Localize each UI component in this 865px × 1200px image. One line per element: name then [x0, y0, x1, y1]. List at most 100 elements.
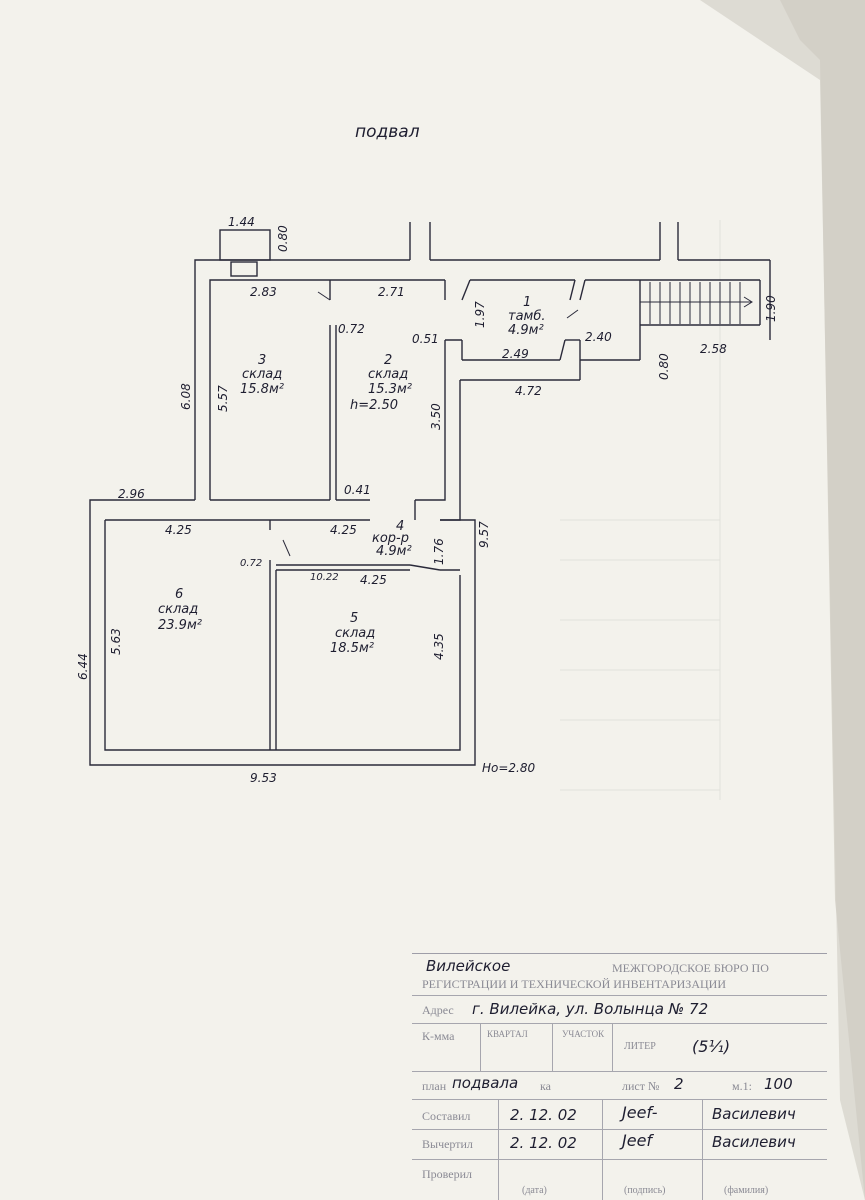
chimney-flue: [230, 261, 258, 277]
dim-label: 2.96: [118, 487, 145, 501]
stamp-verified-label: Проверил: [422, 1167, 472, 1181]
dim-label: 9.53: [250, 771, 277, 785]
dim-label: 0.80: [276, 225, 290, 252]
room-area: 4.9м²: [508, 323, 544, 338]
room-name: склад: [368, 367, 408, 382]
stamp-foot-date: (дата): [522, 1185, 547, 1196]
stamp-vline: [602, 1099, 603, 1200]
stamp-org-handwritten: Вилейское: [426, 957, 511, 975]
dim-label: 4.25: [360, 573, 387, 587]
plan-title: подвал: [355, 122, 420, 142]
dim-label: 2.83: [250, 285, 277, 299]
stamp-checked-sign: Jeef: [622, 1131, 653, 1150]
dim-label: 1.97: [473, 301, 487, 328]
stamp-scale-label: м.1:: [732, 1079, 752, 1093]
stamp-divider: [412, 1129, 827, 1130]
stamp-plan-value: подвала: [452, 1074, 519, 1092]
dim-label: 2.71: [378, 285, 405, 299]
stamp-org-print-2: РЕГИСТРАЦИИ И ТЕХНИЧЕСКОЙ ИНВЕНТАРИЗАЦИИ: [422, 977, 726, 991]
room-number: 5: [350, 611, 358, 626]
stamp-composed-label: Составил: [422, 1109, 471, 1123]
dim-label: 4.25: [165, 523, 192, 537]
room-area: 15.8м²: [240, 382, 284, 397]
stamp-uchastok-col: УЧАСТОК: [562, 1029, 605, 1039]
stamp-composed-sign: Jeef-: [622, 1103, 658, 1122]
dim-label: 1.76: [432, 538, 446, 565]
stamp-divider: [412, 1099, 827, 1100]
stamp-divider: [412, 1071, 827, 1072]
dim-label: 4.72: [515, 384, 542, 398]
stamp-vline: [702, 1099, 703, 1200]
dim-label: 6.08: [179, 383, 193, 410]
room-height: h=2.50: [350, 398, 398, 413]
stamp-divider: [412, 1159, 827, 1160]
stamp-plan-suffix: ка: [540, 1079, 551, 1093]
stamp-foot-signature: (подпись): [624, 1185, 666, 1196]
dim-label: 10.22: [310, 572, 339, 583]
stamp-plan-label: план: [422, 1079, 447, 1093]
stamp-vline: [612, 1023, 613, 1071]
stamp-vline: [498, 1099, 499, 1200]
dim-label: 0.51: [412, 332, 439, 346]
wall-upper-left-outer: [194, 259, 410, 500]
room-labels: 1 тамб. 4.9м² 2 склад 15.3м² h=2.50 3 ск…: [158, 295, 546, 656]
room-name: кор-р: [372, 531, 409, 546]
stamp-vline: [552, 1023, 553, 1071]
room-name: склад: [158, 602, 198, 617]
dim-label: 0.80: [657, 353, 671, 380]
room-number: 1: [523, 295, 531, 310]
height-label: Hо=2.80: [482, 761, 536, 775]
stamp-vline: [480, 1023, 481, 1071]
dim-label: 5.57: [216, 385, 230, 412]
dim-label: 0.41: [344, 483, 371, 497]
dim-label: 2.49: [502, 347, 529, 361]
dim-label: 1.44: [228, 215, 255, 229]
stamp-foot-surname: (фамилия): [724, 1185, 769, 1196]
stamp-liter-label: ЛИТЕР: [624, 1041, 656, 1052]
stamp-divider: [412, 1023, 827, 1024]
dim-label: 5.63: [109, 628, 123, 655]
dim-label: 4.25: [330, 523, 357, 537]
room-name: тамб.: [508, 309, 546, 324]
room-name: склад: [335, 626, 375, 641]
stamp-org-print-1: МЕЖГОРОДСКОЕ БЮРО ПО: [612, 961, 769, 975]
stamp-top-border: [412, 953, 827, 954]
stamp-composed-name: Василевич: [712, 1105, 796, 1123]
room-number: 6: [175, 587, 183, 602]
dim-label: 4.35: [432, 633, 446, 660]
stamp-kvartal-label: К-мма: [422, 1029, 455, 1043]
room-number: 4: [396, 519, 404, 534]
stamp-divider: [412, 995, 827, 996]
stamp-address-value: г. Вилейка, ул. Волынца № 72: [472, 1000, 709, 1018]
wall-upper-left-inner: [209, 279, 445, 500]
room-name: склад: [242, 367, 282, 382]
stamp-address-label: Адрес: [422, 1003, 454, 1017]
stamp-checked-label: Вычертил: [422, 1137, 473, 1151]
stamp-composed-date: 2. 12. 02: [510, 1106, 577, 1124]
stamp-sheet-value: 2: [674, 1075, 684, 1093]
dimensions: 1.44 0.80 2.83 2.71 1.97 0.72 0.51 2.49 …: [76, 215, 778, 785]
room-area: 15.3м²: [368, 382, 412, 397]
dim-label: 2.40: [585, 330, 612, 344]
stamp-checked-date: 2. 12. 02: [510, 1134, 577, 1152]
door-swings: [282, 291, 579, 557]
dim-label: 2.58: [700, 342, 727, 356]
dim-label: 3.50: [429, 403, 443, 430]
dim-label: 0.72: [338, 322, 365, 336]
dim-label: 6.44: [76, 653, 90, 680]
stairs: [640, 282, 753, 324]
dim-label: 9.57: [477, 521, 491, 548]
walls-main: [89, 280, 476, 766]
room-number: 3: [258, 353, 266, 368]
stamp-scale-value: 100: [764, 1075, 793, 1093]
chimney-box: [219, 229, 271, 261]
room-area: 23.9м²: [158, 618, 202, 633]
dim-label: 1.90: [764, 295, 778, 322]
stamp-kvartal-col: КВАРТАЛ: [487, 1029, 528, 1039]
dim-label: 0.72: [240, 558, 262, 569]
title-block: Вилейское МЕЖГОРОДСКОЕ БЮРО ПО РЕГИСТРАЦ…: [412, 953, 827, 1200]
stamp-liter-value: (5¹⁄₁): [692, 1037, 731, 1056]
